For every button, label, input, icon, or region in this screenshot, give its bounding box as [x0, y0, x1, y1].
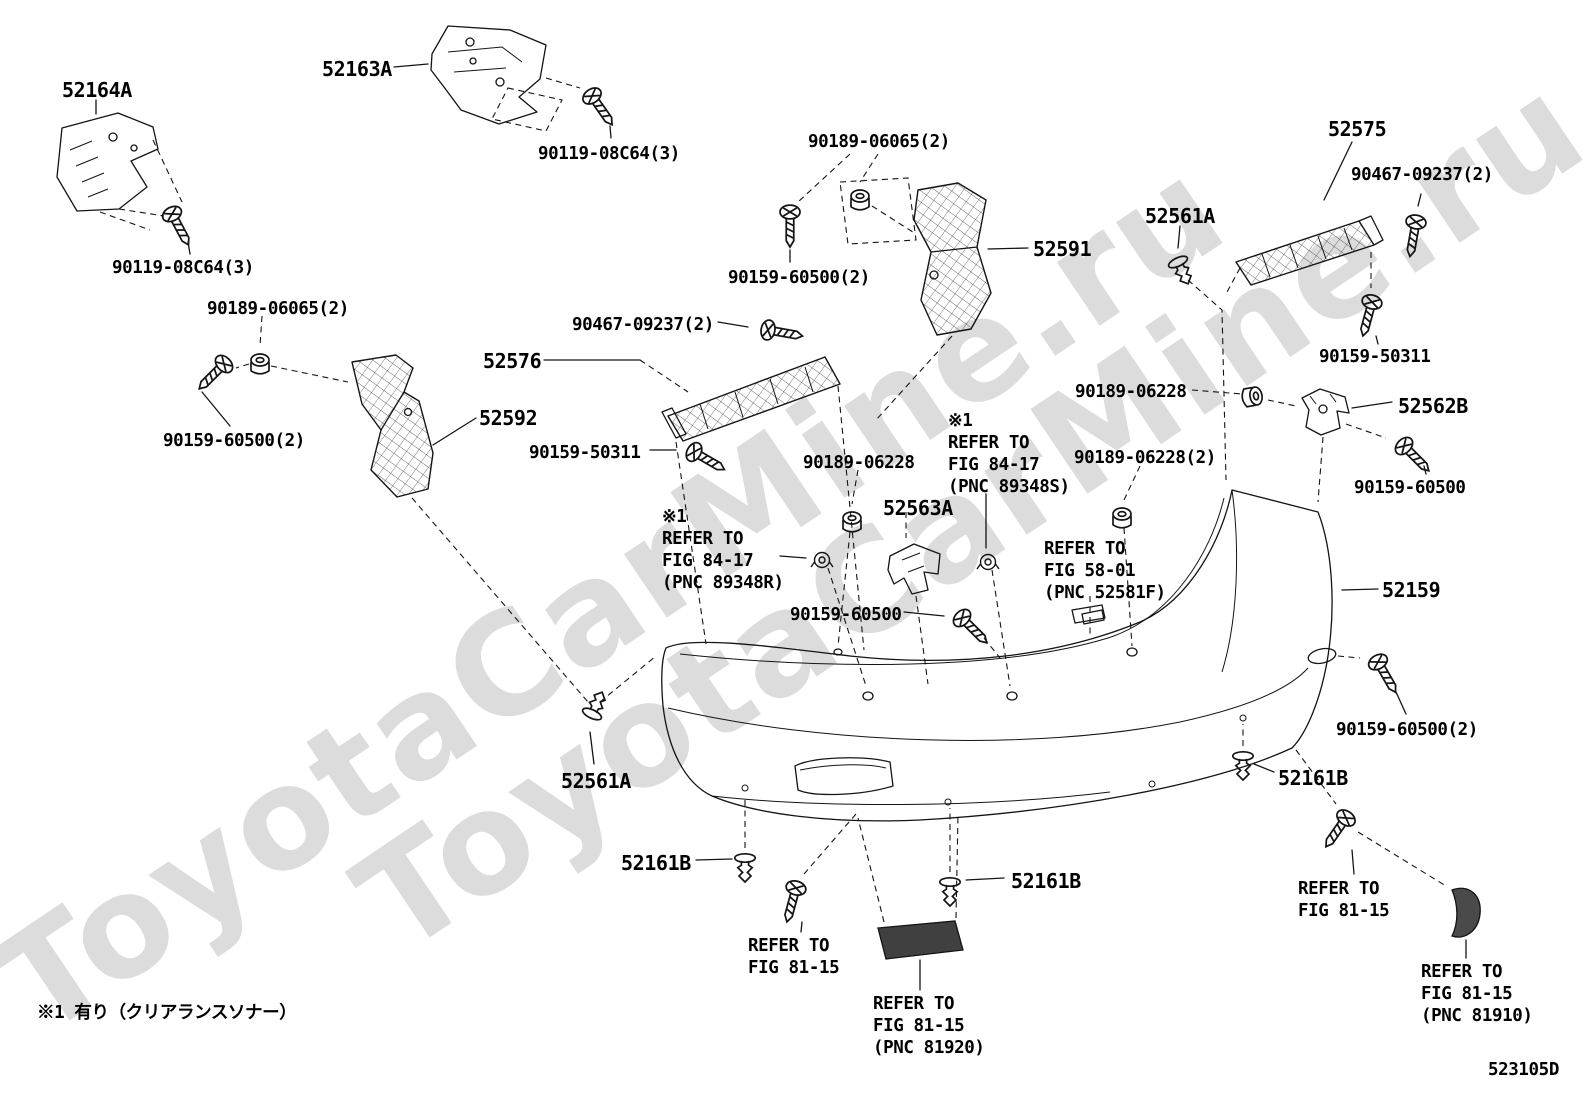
reflector-81920-drawing	[857, 813, 964, 991]
fastener-cluster-left	[191, 315, 349, 427]
right-fasteners-drawing	[1295, 650, 1447, 887]
label-90159-60500-left: 90159-60500(2)	[163, 431, 305, 451]
label-90467-09237-right: 90467-09237(2)	[1351, 165, 1493, 185]
label-52163a: 52163A	[322, 57, 392, 81]
label-90189-06228-center: 90189-06228	[803, 453, 915, 473]
label-52161b-left: 52161B	[621, 851, 691, 875]
reinforcement-52576-drawing	[543, 318, 865, 651]
label-90159-60500-right: 90159-60500	[1354, 478, 1466, 498]
label-90119-08c64-left: 90119-08C64(3)	[112, 258, 254, 278]
label-90189-06228-2: 90189-06228(2)	[1074, 448, 1216, 468]
bottom-clips-drawing	[580, 655, 1275, 933]
note-fig81-15-right: REFER TO FIG 81-15	[1298, 879, 1390, 922]
label-52561a-top: 52561A	[1145, 204, 1215, 228]
label-90189-06065-center: 90189-06065(2)	[808, 132, 950, 152]
note-fig84-17-s: ※1 REFER TO FIG 84-17 (PNC 89348S)	[948, 411, 1070, 498]
label-52592: 52592	[479, 406, 538, 430]
label-52161b-center: 52161B	[1011, 869, 1081, 893]
label-90189-06065-left: 90189-06065(2)	[207, 299, 349, 319]
note-fig81-15-81920: REFER TO FIG 81-15 (PNC 81920)	[873, 994, 985, 1059]
bumper-52159-drawing	[661, 489, 1379, 822]
label-90159-60500-mid: 90159-60500(2)	[728, 268, 870, 288]
note-fig81-15-left: REFER TO FIG 81-15	[748, 936, 840, 979]
label-90467-09237-center: 90467-09237(2)	[572, 315, 714, 335]
label-52562b: 52562B	[1398, 394, 1468, 418]
rail-52575-drawing	[1166, 141, 1428, 481]
bracket-52562b-drawing	[1191, 385, 1437, 503]
label-90159-60500-center: 90159-60500	[790, 605, 902, 625]
label-90119-08c64-top: 90119-08C64(3)	[538, 144, 680, 164]
label-90189-06228-right: 90189-06228	[1075, 382, 1187, 402]
note-fig58-01: REFER TO FIG 58-01 (PNC 52581F)	[1044, 539, 1166, 604]
label-52591: 52591	[1033, 237, 1092, 261]
label-52161b-right: 52161B	[1278, 766, 1348, 790]
support-52591-drawing	[875, 182, 1029, 421]
label-52164a: 52164A	[62, 78, 132, 102]
corner-81910-drawing	[1451, 887, 1481, 959]
diagram-code: 523105D	[1488, 1060, 1559, 1080]
label-52563a: 52563A	[883, 496, 953, 520]
label-90159-50311-center: 90159-50311	[529, 443, 641, 463]
label-90159-60500-2: 90159-60500(2)	[1336, 720, 1478, 740]
bracket-52164a-drawing	[56, 99, 199, 255]
label-52561a-bottom: 52561A	[561, 769, 631, 793]
label-52576: 52576	[483, 349, 542, 373]
fastener-cluster-center	[779, 153, 917, 263]
bracket-52163a-drawing	[393, 25, 622, 139]
support-52592-drawing	[351, 354, 589, 703]
footnote: ※1 有り（クリアランスソナー）	[37, 1003, 297, 1023]
label-90159-50311-right: 90159-50311	[1319, 347, 1431, 367]
label-52159: 52159	[1382, 578, 1441, 602]
note-fig81-15-81910: REFER TO FIG 81-15 (PNC 81910)	[1421, 962, 1533, 1027]
label-52575: 52575	[1328, 117, 1387, 141]
note-fig84-17-r: ※1 REFER TO FIG 84-17 (PNC 89348R)	[662, 507, 784, 594]
